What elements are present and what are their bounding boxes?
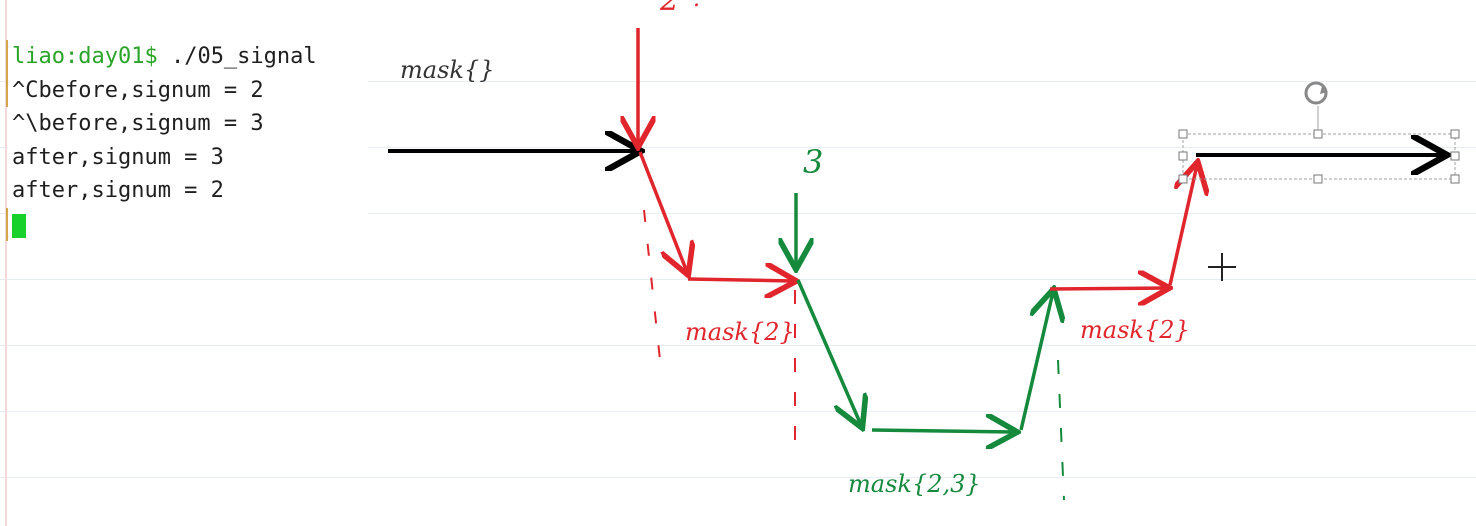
crosshair-cursor-icon xyxy=(1208,253,1236,281)
handler-2-enter-arrow xyxy=(638,151,687,272)
signal-3-label: 3 xyxy=(803,143,823,181)
mask-empty-label: mask{} xyxy=(400,56,494,84)
terminal-cursor-line[interactable] xyxy=(6,207,368,241)
dashed-guide xyxy=(643,209,661,361)
handler-2-resume-arrow xyxy=(1049,288,1166,289)
handler-3-return-arrow xyxy=(1019,292,1053,431)
terminal-line: ^Cbefore,signum = 2 xyxy=(6,73,368,107)
rotate-icon[interactable] xyxy=(1304,81,1328,105)
handler-3-run-arrow xyxy=(871,430,1014,432)
terminal-line: ^\before,signum = 3 xyxy=(12,111,264,136)
mask-2-left-label: mask{2} xyxy=(685,318,795,346)
terminal-prompt: liao:day01$ xyxy=(12,44,158,69)
selected-arrow-shape[interactable] xyxy=(1178,81,1460,184)
mask-2-3-label: mask{2,3} xyxy=(848,470,981,498)
terminal-line: after,signum = 2 xyxy=(12,178,224,203)
terminal-line: after,signum = 3 xyxy=(12,144,224,170)
handler-2-return-arrow xyxy=(1168,165,1197,286)
terminal-command-line: liao:day01$ ./05_signal xyxy=(6,40,368,74)
mask-2-right-label: mask{2} xyxy=(1080,316,1190,344)
terminal-command: ./05_signal xyxy=(170,44,317,69)
margin-rule xyxy=(5,0,7,526)
handler-3-enter-arrow xyxy=(796,279,861,425)
handler-2-run-arrow xyxy=(687,279,793,281)
signal-2-label-dot: . xyxy=(693,0,700,12)
terminal-output: liao:day01$ ./05_signal ^Cbefore,signum … xyxy=(6,40,368,241)
signal-2-label: 2 xyxy=(659,0,679,18)
terminal-cursor xyxy=(12,213,26,238)
dashed-guide xyxy=(1057,359,1065,501)
